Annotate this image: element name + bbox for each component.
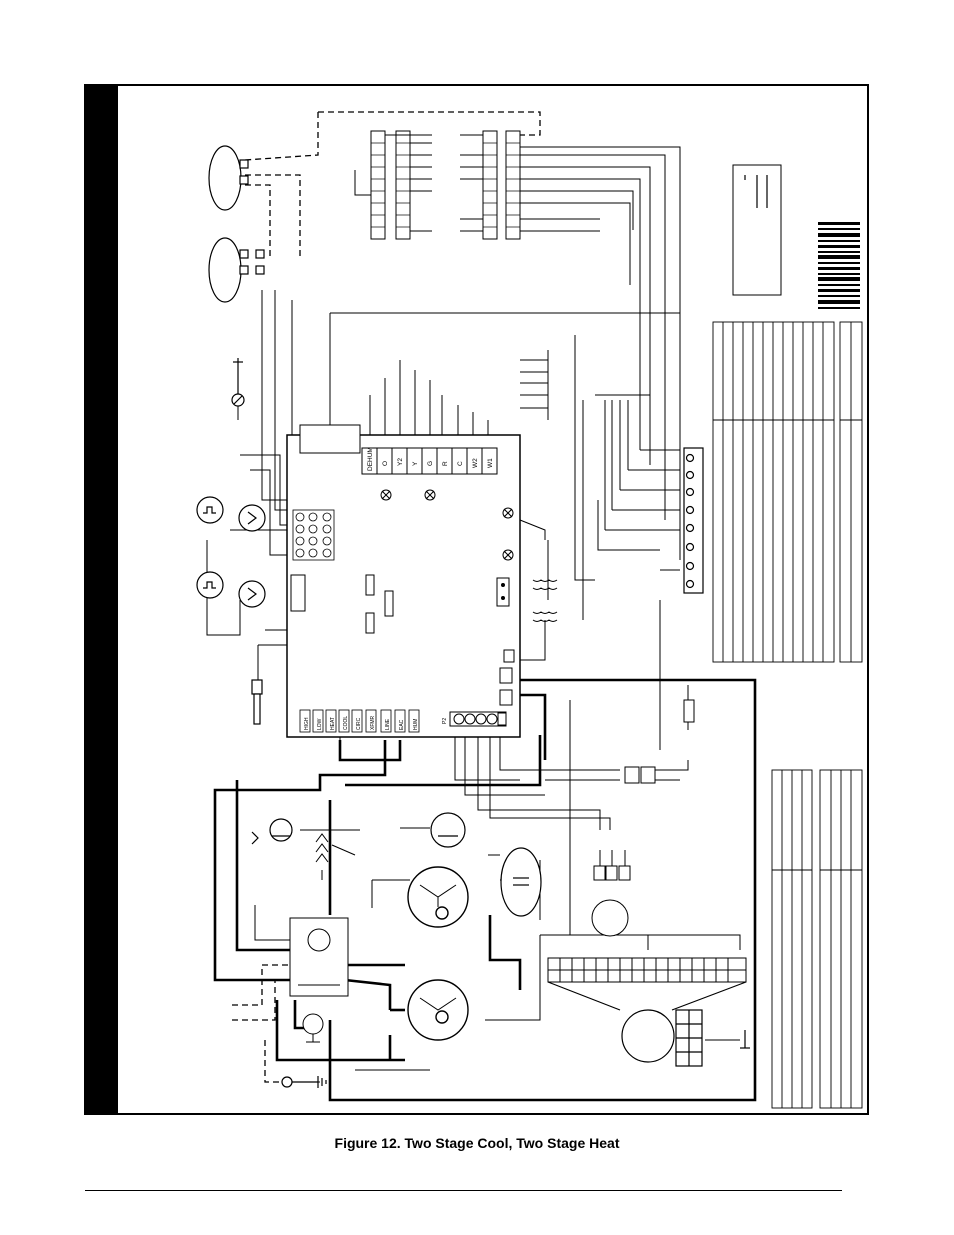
connector-label: HUM xyxy=(413,719,419,730)
control-board xyxy=(286,434,521,738)
blower-motor xyxy=(547,981,750,1067)
p2-label: P2 xyxy=(442,718,448,724)
terminal-label: C xyxy=(457,461,464,466)
relay-boxes xyxy=(289,917,349,1043)
board-components xyxy=(290,574,515,706)
barcode xyxy=(818,222,860,309)
p2-connector xyxy=(449,711,507,727)
pressure-switches xyxy=(208,145,265,303)
board-connector-labels: HIGH LOW HEAT COOL CIRC XFMR LINE EAC HU… xyxy=(304,715,419,730)
notes-table-upper xyxy=(712,321,863,663)
connector-label: XFMR xyxy=(370,715,376,730)
terminal-label: R xyxy=(442,461,449,466)
twelve-pin-plug xyxy=(292,509,335,561)
page-rule xyxy=(85,1190,842,1191)
board-connectors xyxy=(299,709,420,733)
inducer-motor xyxy=(407,866,469,1041)
connector-label: HEAT xyxy=(330,717,336,730)
notes-table-lower xyxy=(771,769,863,1109)
flame-sensors xyxy=(196,496,266,608)
terminal-label: DEHUM xyxy=(367,447,374,471)
board-terminal-strip xyxy=(361,447,498,475)
heavy-wires xyxy=(213,678,757,1102)
limit-switch-icon xyxy=(231,358,263,725)
pressure-switch-icon xyxy=(251,812,466,848)
connector-label: LOW xyxy=(317,718,323,730)
figure-caption: Figure 12. Two Stage Cool, Two Stage Hea… xyxy=(334,1135,620,1151)
board-indicators xyxy=(380,489,514,561)
dashed-wires xyxy=(232,111,541,1083)
connector-label: EAC xyxy=(399,719,405,730)
board-label-box xyxy=(299,424,361,454)
blower-terminal-block xyxy=(547,957,747,983)
ground-icon xyxy=(281,1076,327,1088)
terminal-label: Y xyxy=(412,461,419,466)
board-terminal-labels: DEHUM O Y2 Y G R C W2 W1 xyxy=(367,447,494,471)
terminal-blocks-top xyxy=(370,130,521,240)
frame-black-band xyxy=(85,85,118,1114)
terminal-label: O xyxy=(382,461,389,466)
legend-lines xyxy=(744,175,768,208)
connector-label: HIGH xyxy=(304,717,310,730)
terminal-label: W1 xyxy=(487,458,494,468)
field-terminal-strip xyxy=(683,447,704,594)
capacitor-oval xyxy=(500,847,542,917)
terminal-label: G xyxy=(427,461,434,466)
ignitor-icon xyxy=(315,833,356,880)
terminal-label: Y2 xyxy=(397,458,404,466)
terminal-label: W2 xyxy=(472,458,479,468)
connector-label: LINE xyxy=(385,718,391,730)
connector-label: CIRC xyxy=(356,717,362,730)
connector-label: COOL xyxy=(343,716,349,730)
small-fuses xyxy=(591,699,695,937)
transformer-icon xyxy=(532,579,558,622)
